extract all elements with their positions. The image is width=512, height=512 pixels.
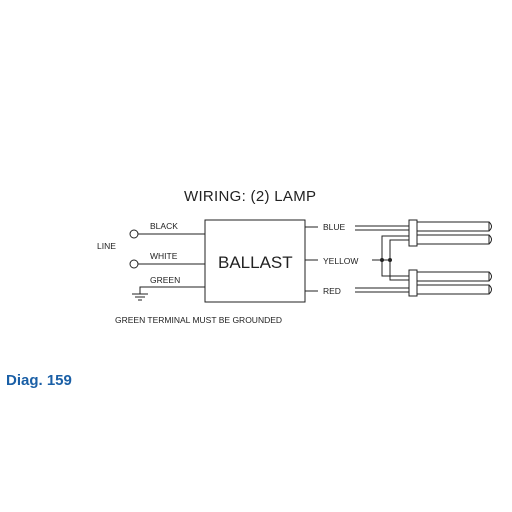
ground-note: GREEN TERMINAL MUST BE GROUNDED (115, 315, 282, 325)
yellow-to-lamp2-a (381, 260, 409, 277)
lamp-1 (408, 219, 492, 247)
output-wire-blue-label: BLUE (323, 222, 346, 232)
ballast-box (204, 219, 306, 303)
yellow-to-lamp1-b (389, 239, 409, 260)
green-wire (139, 286, 205, 294)
ground-icon (132, 293, 148, 301)
input-wire-black-label: BLACK (150, 221, 178, 231)
output-wire-red-label: RED (323, 286, 341, 296)
input-wire-white-label: WHITE (150, 251, 178, 261)
line-terminal-1 (129, 229, 139, 239)
diagram-number: Diag. 159 (6, 372, 72, 389)
yellow-to-lamp2-b (389, 260, 409, 281)
lamp-2 (408, 269, 492, 297)
diagram-title: WIRING: (2) LAMP (184, 188, 316, 205)
line-terminal-2 (129, 259, 139, 269)
yellow-to-lamp1-a (381, 235, 409, 260)
ballast-label: BALLAST (218, 253, 293, 272)
input-wire-green-label: GREEN (150, 275, 180, 285)
output-wire-yellow-label: YELLOW (323, 256, 358, 266)
line-label: LINE (97, 241, 116, 251)
